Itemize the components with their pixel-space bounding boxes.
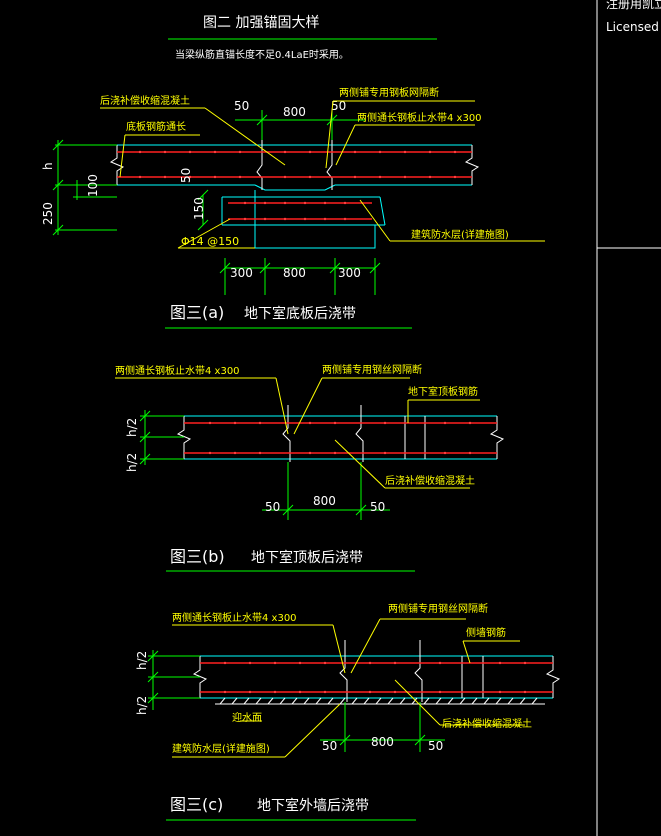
- label-steel-plate-c: 两侧通长钢板止水带4 x300: [172, 611, 297, 624]
- label-houjiao-c: 后浇补偿收缩混凝土: [442, 717, 532, 730]
- figure-c[interactable]: h/2 h/2 50 800 50 两侧通长钢板止水带4 x300 两侧铺专用钢…: [135, 602, 561, 821]
- dim-h2-top-b: h/2: [125, 418, 139, 437]
- dim-h2-bottom-c: h/2: [135, 696, 149, 715]
- rebar-dots-a: [138, 150, 457, 221]
- pour-band-edges-a: [256, 140, 333, 190]
- caption-a-num: 图三(a): [170, 303, 224, 322]
- dimension-text-a: 50 800 50 h 100 250 50 150 300 800 300: [41, 99, 361, 280]
- dim-100-a: 100: [86, 174, 100, 197]
- label-steel-plate-b: 两侧通长钢板止水带4 x300: [115, 364, 240, 377]
- caption-c-text: 地下室外墙后浇带: [257, 797, 369, 814]
- label-waterproof-c: 建筑防水层(详建施图): [172, 742, 270, 755]
- dim-50-right-a: 50: [331, 99, 346, 113]
- annotations-c: 两侧通长钢板止水带4 x300 两侧铺专用钢丝网隔断 侧墙钢筋 迎水面 建筑防水…: [172, 602, 532, 755]
- dimension-text-b: h/2 h/2 50 800 50: [125, 418, 385, 514]
- rebar-dots-c: [223, 661, 527, 694]
- detail-note: 当梁纵筋直锚长度不足0.4LaE时采用。: [175, 48, 349, 61]
- dim-50-left-c: 50: [322, 739, 337, 753]
- rebars-a: [117, 151, 472, 220]
- panel-line-1: 注册用凯立: [606, 0, 661, 11]
- dimension-text-c: h/2 h/2 50 800 50: [135, 651, 443, 753]
- rebars-b: [184, 422, 497, 454]
- label-houjiao-b: 后浇补偿收缩混凝土: [385, 474, 475, 487]
- caption-b-num: 图三(b): [170, 547, 225, 566]
- waterproof-layer-c: [215, 697, 545, 705]
- figure-b[interactable]: h/2 h/2 50 800 50 两侧通长钢板止水带4 x300 两侧铺专用钢…: [115, 363, 505, 572]
- right-panel: 注册用凯立 Licensed: [596, 0, 661, 836]
- label-mesh-b: 两侧铺专用钢丝网隔断: [322, 363, 422, 376]
- label-houjiao-a: 后浇补偿收缩混凝土: [100, 94, 190, 107]
- label-wall-rebar-c: 侧墙钢筋: [466, 626, 506, 639]
- dim-50-right-c: 50: [428, 739, 443, 753]
- label-dijin-a: 底板钢筋通长: [126, 120, 186, 133]
- slab-outline-c: [200, 655, 553, 699]
- leaders-a: [100, 100, 545, 249]
- break-lines-a: [109, 145, 480, 185]
- break-lines-b: [176, 405, 505, 462]
- detail-title: 图二 加强锚固大样: [203, 15, 319, 31]
- leaders-c: [172, 618, 525, 758]
- dim-h2-bottom-b: h/2: [125, 453, 139, 472]
- caption-b-text: 地下室顶板后浇带: [251, 549, 363, 566]
- rebar-dots-b: [208, 421, 472, 455]
- panel-line-2: Licensed: [606, 20, 659, 34]
- slab-outline-b: [184, 415, 497, 460]
- dim-150-a: 150: [192, 197, 206, 220]
- dim-800-bottom-a: 800: [283, 266, 306, 280]
- dim-800-c: 800: [371, 735, 394, 749]
- rebars-c: [200, 662, 553, 693]
- dim-50-left-a: 50: [234, 99, 249, 113]
- detail-title-block: 图二 加强锚固大样 当梁纵筋直锚长度不足0.4LaE时采用。: [168, 15, 437, 61]
- caption-a-text: 地下室底板后浇带: [244, 305, 356, 322]
- dim-50-right-b: 50: [370, 500, 385, 514]
- label-mesh-c: 两侧铺专用钢丝网隔断: [388, 602, 488, 615]
- dimensions-b: [139, 410, 390, 520]
- dim-h2-top-c: h/2: [135, 651, 149, 670]
- dim-50-left-b: 50: [265, 500, 280, 514]
- slab-outline-a: [117, 144, 472, 249]
- leaders-b: [115, 377, 480, 489]
- dim-50-mid-a: 50: [179, 168, 193, 183]
- label-steel-plate-a: 两侧通长钢板止水带4 x300: [357, 111, 482, 124]
- label-rebar-a: Φ14 @150: [181, 235, 239, 248]
- dimensions-a: [52, 110, 381, 295]
- dim-800-a: 800: [283, 105, 306, 119]
- dimensions-c: [147, 650, 445, 752]
- dim-300-left-a: 300: [230, 266, 253, 280]
- dim-250-a: 250: [41, 202, 55, 225]
- label-waterproof-a: 建筑防水层(详建施图): [411, 228, 509, 241]
- label-inner-c: 迎水面: [232, 712, 262, 724]
- label-roof-rebar-b: 地下室顶板钢筋: [408, 385, 478, 398]
- dim-800-b: 800: [313, 494, 336, 508]
- annotations-a: 后浇补偿收缩混凝土 底板钢筋通长 两侧铺专用钢板网隔断 两侧通长钢板止水带4 x…: [100, 86, 509, 248]
- figure-a[interactable]: 50 800 50 h 100 250 50 150 300 800 300: [41, 86, 545, 329]
- dim-h-a: h: [41, 162, 55, 170]
- label-mesh-a: 两侧铺专用钢板网隔断: [339, 86, 439, 99]
- annotations-b: 两侧通长钢板止水带4 x300 两侧铺专用钢丝网隔断 地下室顶板钢筋 后浇补偿收…: [115, 363, 478, 487]
- dim-300-right-a: 300: [338, 266, 361, 280]
- caption-c-num: 图三(c): [170, 795, 223, 814]
